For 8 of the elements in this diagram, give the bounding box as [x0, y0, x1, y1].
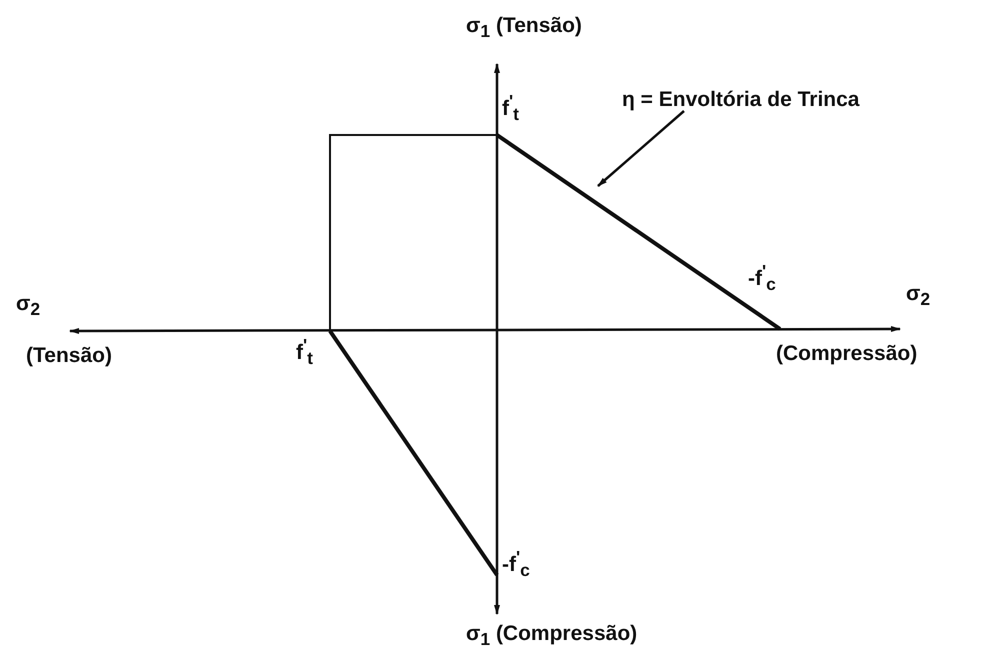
envelope-label: η = Envoltória de Trinca	[622, 88, 860, 112]
axis-label: σ$_{1}$ (Tensão)	[466, 14, 582, 42]
leader-line	[597, 110, 685, 187]
axis-label: σ$_{1}$ (Compressão)	[466, 622, 638, 650]
axis-label: σ$_{2}$	[906, 282, 930, 310]
axis-label: σ$_{2}$	[16, 292, 40, 320]
axis-label: (Tensão)	[26, 344, 112, 368]
axis-label: (Compressão)	[776, 342, 918, 366]
